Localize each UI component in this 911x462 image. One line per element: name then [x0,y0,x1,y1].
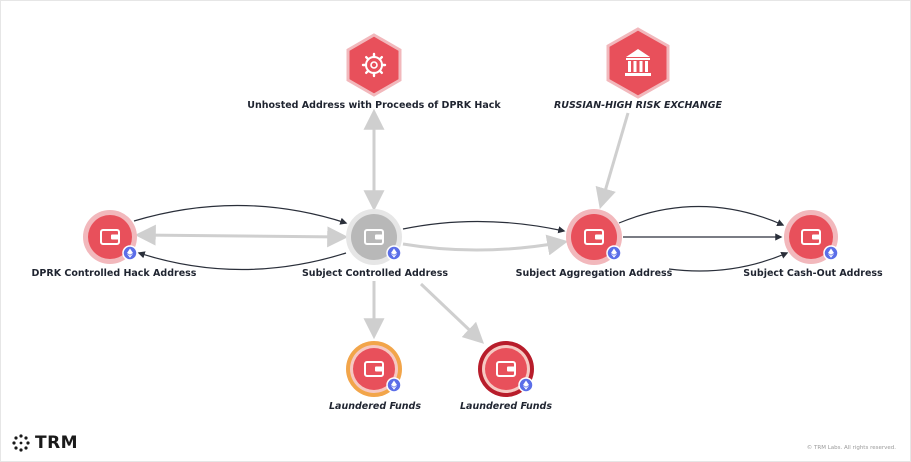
edge-subject-laundered2 [419,282,485,344]
node-unhosted[interactable] [346,33,402,97]
node-russian-exchange[interactable] [606,27,670,99]
label-laundered-2: Laundered Funds [460,401,552,412]
wallet-icon [584,229,604,245]
gear-icon [361,52,387,78]
copyright-text: © TRM Labs. All rights reserved. [806,445,896,451]
wallet-icon [364,229,384,245]
node-laundered-2[interactable] [478,341,534,397]
brand-name: TRM [35,433,79,453]
label-laundered-1: Laundered Funds [329,401,421,412]
trm-logo-icon [12,434,30,452]
label-subject: Subject Controlled Address [302,268,448,279]
ethereum-badge-icon [606,245,622,261]
node-dprk[interactable] [83,210,138,264]
edge-dprk-subject-gray [134,224,349,248]
ethereum-badge-icon [823,245,839,261]
ethereum-badge-icon [518,377,534,393]
wallet-icon [496,361,516,377]
label-dprk: DPRK Controlled Hack Address [32,268,197,279]
node-aggregation[interactable] [566,209,622,265]
wallet-icon [801,229,821,245]
label-unhosted: Unhosted Address with Proceeds of DPRK H… [247,100,501,111]
edge-aggregation-cashout-dark-top [618,205,785,226]
wallet-icon [364,361,384,377]
edge-russian-aggregation [595,112,630,210]
bank-icon [625,49,651,76]
edge-subject-aggregation-gray [402,234,569,256]
edge-aggregation-cashout-dark-bottom [668,251,789,272]
node-subject[interactable] [346,209,402,265]
edge-dprk-subject-dark [133,204,348,225]
label-russian-exchange: RUSSIAN-HIGH RISK EXCHANGE [554,100,723,111]
wallet-icon [100,229,120,245]
node-laundered-1[interactable] [346,341,402,397]
brand: TRM [11,433,78,453]
ethereum-badge-icon [386,245,402,261]
edge-subject-aggregation-dark [402,220,566,234]
node-cashout[interactable] [784,210,839,264]
label-cashout: Subject Cash-Out Address [743,268,883,279]
ethereum-badge-icon [386,377,402,393]
edge-subject-dprk-dark [137,251,347,271]
ethereum-badge-icon [122,245,138,261]
label-aggregation: Subject Aggregation Address [516,268,673,279]
